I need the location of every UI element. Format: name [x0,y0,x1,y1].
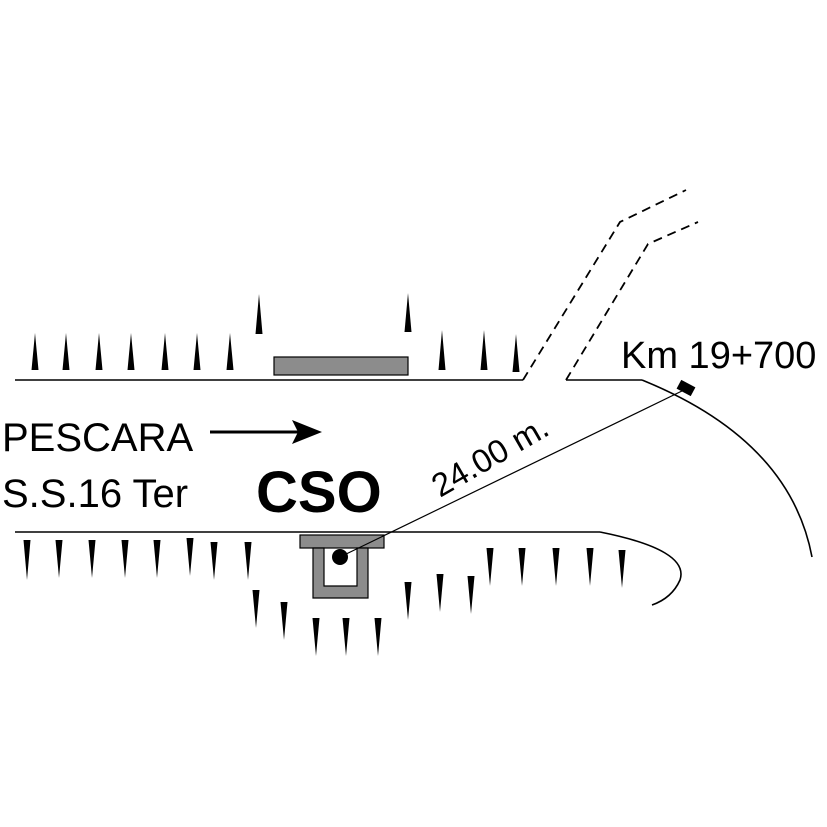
embankment-tick [486,548,494,586]
embankment-tick [210,542,218,580]
road-edges [15,379,813,606]
culvert-body [312,547,369,599]
embankment-ticks-upper [31,293,520,372]
embankment-tick [153,540,161,578]
embankment-tick [618,550,626,588]
embankment-tick [252,590,260,628]
arrow-head [292,420,322,444]
embankment-tick [552,548,560,586]
embankment-tick [480,330,488,370]
kilometer-label: Km 19+700 [621,335,816,377]
side-road-right-edge [565,221,699,381]
embankment-tick [436,574,444,612]
embankment-tick [586,548,594,586]
culvert-structure [299,534,385,599]
embankment-tick [31,333,39,370]
embankment-tick [23,540,31,580]
side-road-dashed [522,189,699,381]
embankment-tick [518,548,526,586]
embankment-tick [512,334,520,372]
embankment-tick [280,602,288,640]
embankment-tick [255,294,263,334]
road-lower-curve [599,531,682,606]
station-code-label: CSO [256,460,382,525]
embankment-tick [55,540,63,578]
embankment-tick [88,540,96,578]
embankment-tick [467,576,475,614]
embankment-tick [95,333,103,370]
embankment-tick [374,618,382,656]
embankment-tick [121,540,129,578]
embankment-tick [244,542,252,580]
bridge-deck [273,356,409,376]
km-marker [676,379,696,397]
embankment-tick [404,582,412,620]
road-right-curve [641,379,813,558]
embankment-tick [193,333,201,370]
side-road-left-edge [522,189,687,381]
embankment-tick [312,618,320,656]
embankment-ticks-lower [23,538,626,656]
embankment-tick [186,538,194,576]
embankment-tick [62,333,70,370]
embankment-tick [226,333,234,370]
embankment-tick [127,333,135,370]
embankment-tick [404,293,412,332]
distance-label: 24.00 m. [425,408,555,504]
embankment-tick [342,618,350,656]
road-label: S.S.16 Ter [2,472,188,516]
direction-arrow [210,420,322,444]
embankment-tick [438,330,446,370]
culvert-cap [299,534,385,549]
embankment-tick [161,333,169,370]
distance-line [339,389,685,558]
city-label: PESCARA [2,416,193,460]
